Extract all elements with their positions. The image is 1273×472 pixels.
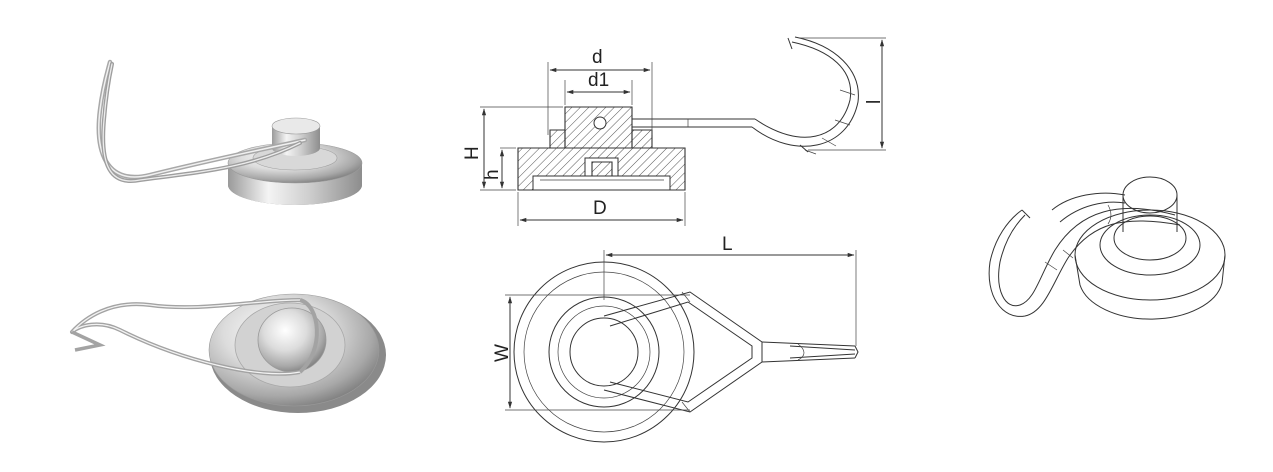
dim-label-h: h [482, 169, 503, 180]
dim-label-D: D [593, 198, 607, 219]
section-drawing: d d1 H h l D [462, 36, 886, 226]
photo-side-view [96, 59, 363, 205]
dim-label-d: d [592, 47, 603, 68]
dim-label-L: L [722, 234, 733, 255]
dim-label-l: l [864, 100, 885, 104]
photo-front-view [70, 293, 386, 413]
top-view-drawing: L W [492, 234, 859, 443]
isometric-line-art [988, 176, 1226, 320]
dim-label-W: W [492, 344, 513, 362]
dim-label-d1: d1 [588, 70, 609, 91]
dim-label-H: H [462, 146, 483, 160]
